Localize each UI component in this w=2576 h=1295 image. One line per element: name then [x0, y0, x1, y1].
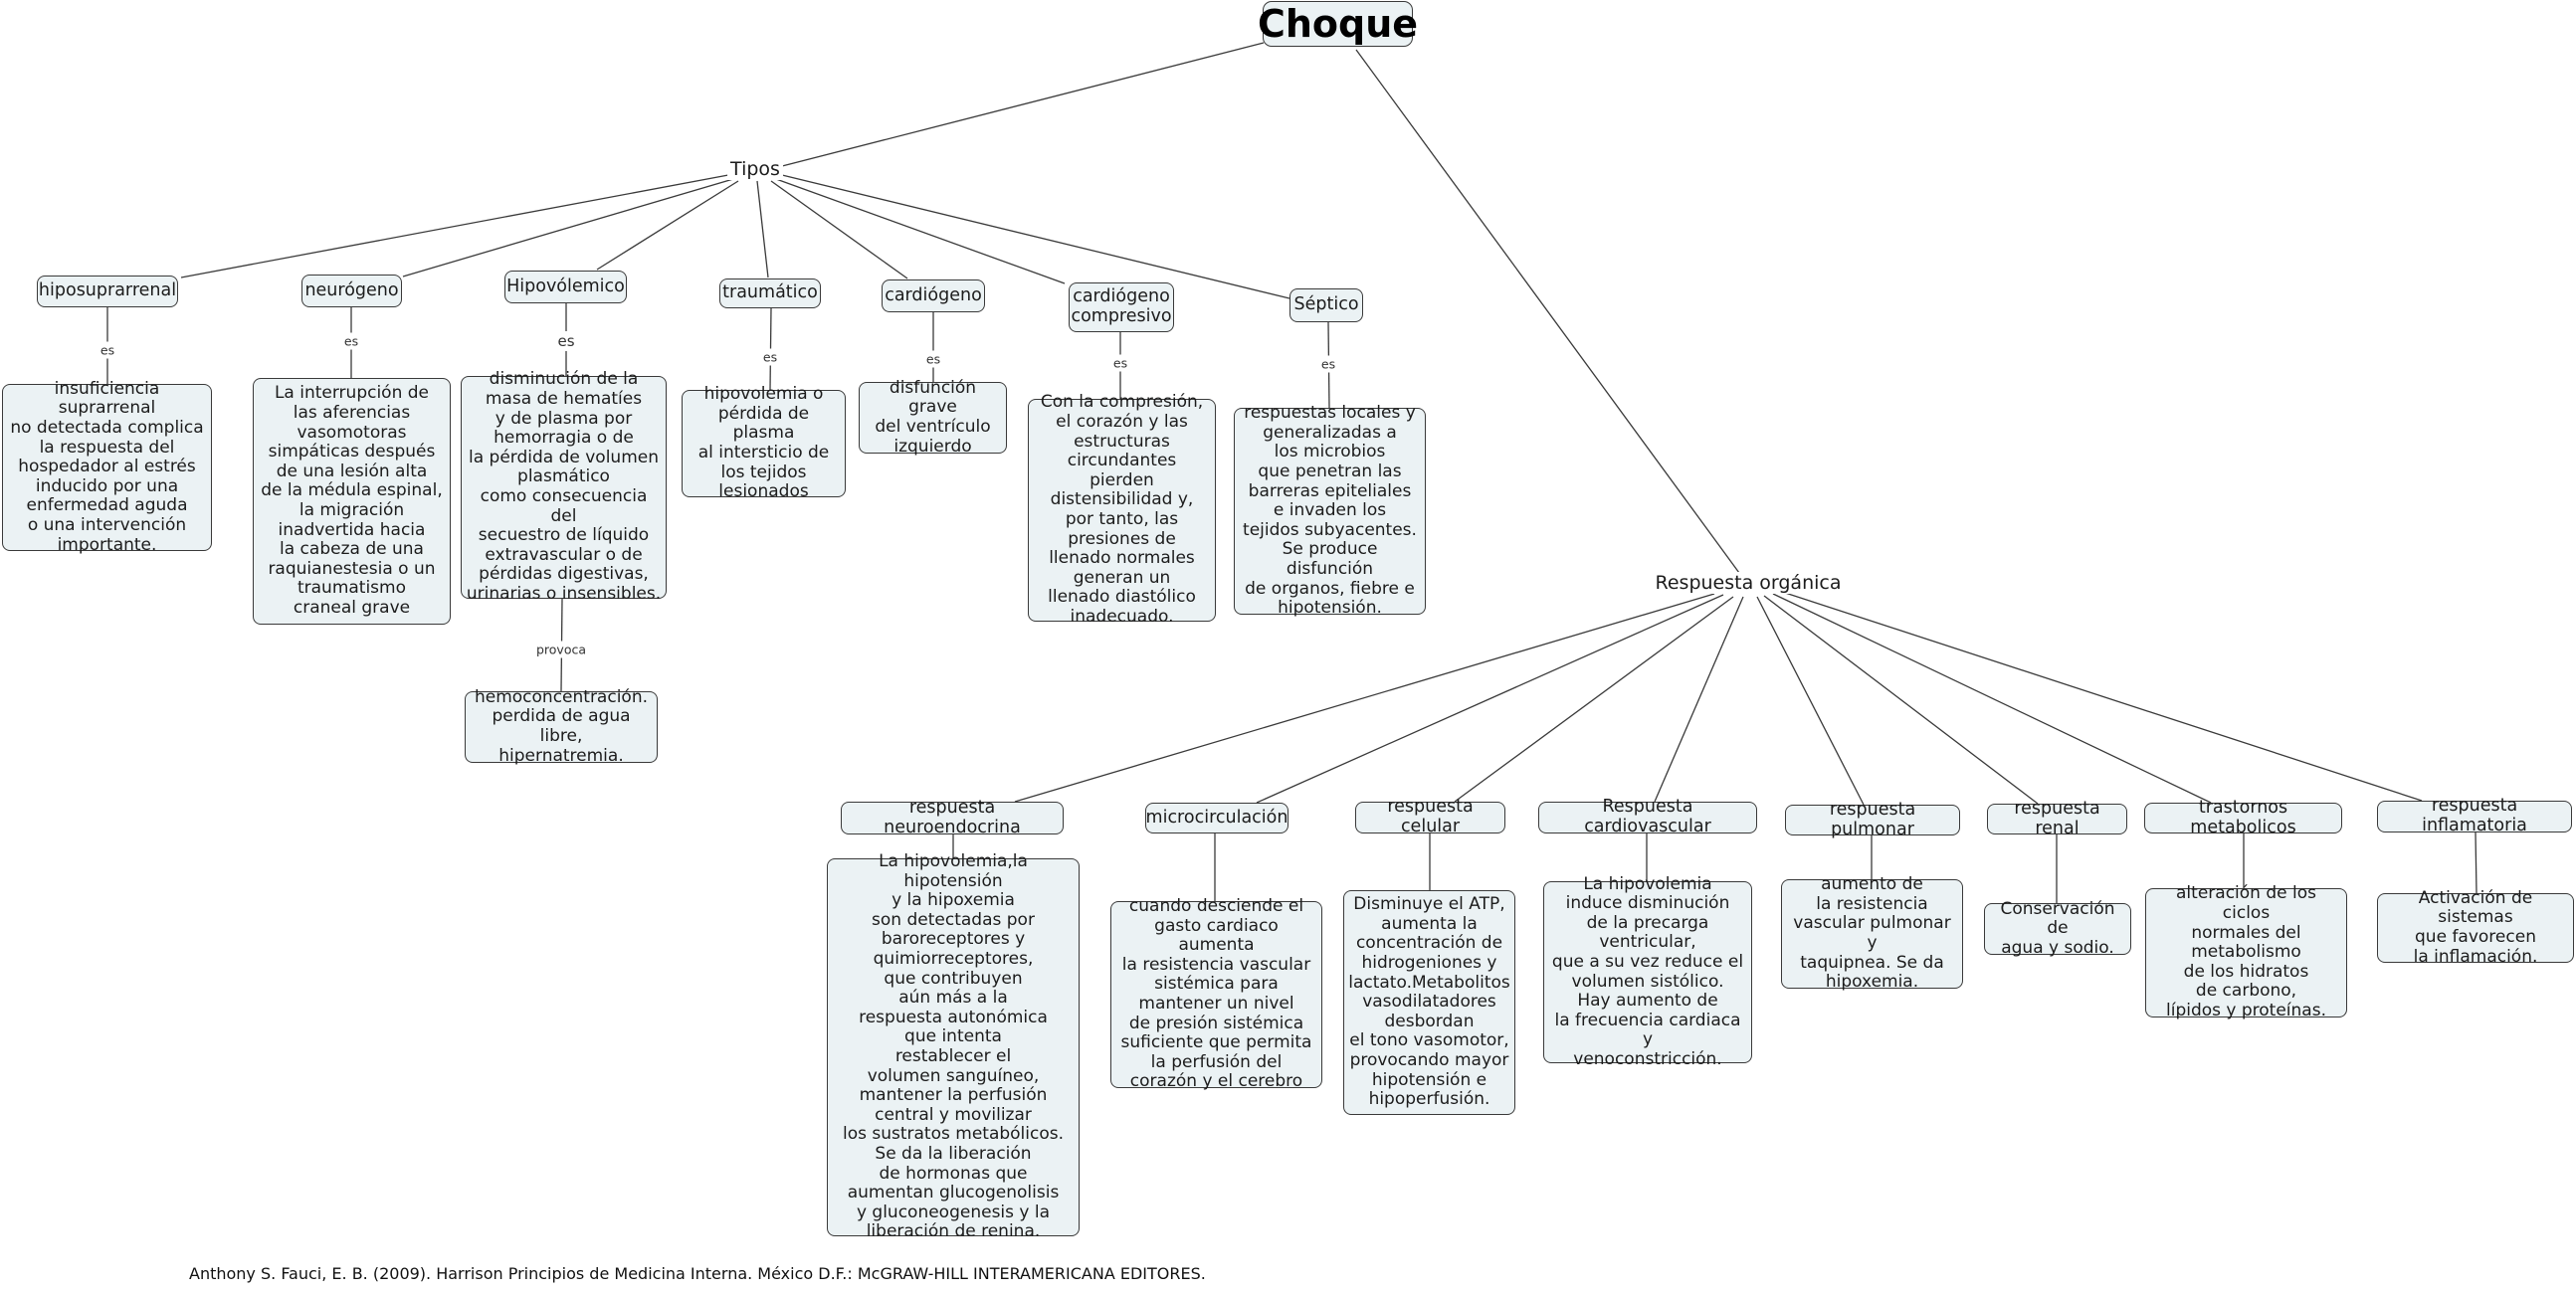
respuesta-node-celular[interactable]: respuesta celular — [1355, 798, 1505, 836]
respuesta-node-cardiovascular[interactable]: Respuesta cardiovascular — [1538, 798, 1757, 836]
link-label-es: es — [760, 348, 780, 366]
connector-respuesta-item — [1763, 595, 2039, 805]
respuesta-node-microcirculacion[interactable]: microcirculación — [1145, 803, 1288, 833]
tipo-node-hipovolemico[interactable]: Hipovólemico — [504, 271, 627, 303]
branch-label-respuesta-organica[interactable]: Respuesta orgánica — [1652, 572, 1845, 594]
definition-cardiogeno[interactable]: disfunción grave del ventrículo izquierd… — [859, 378, 1007, 456]
definition-septico[interactable]: respuestas locales y generalizadas a los… — [1234, 403, 1426, 618]
citation-reference: Anthony S. Fauci, E. B. (2009). Harrison… — [189, 1264, 1206, 1283]
connector-tipos-traumatico — [756, 180, 769, 278]
connector-respuesta-item — [1654, 596, 1744, 803]
consequence-hemoconcentracion[interactable]: hemoconcentración. perdida de agua libre… — [465, 687, 658, 765]
connector-respuesta-item — [1756, 596, 1865, 806]
link-label-es: es — [1110, 354, 1130, 372]
connector-tipos-neurogeno — [402, 178, 734, 278]
branch-label-tipos[interactable]: Tipos — [727, 158, 783, 180]
definition-hiposuprarrenal[interactable]: insuficiencia suprarrenal no detectada c… — [2, 379, 212, 554]
definition-traumatico[interactable]: hipovolemia o pérdida de plasma al inter… — [682, 384, 846, 501]
definition-pulmonar[interactable]: aumento de la resistencia vascular pulmo… — [1781, 874, 1963, 992]
definition-celular[interactable]: Disminuye el ATP, aumenta la concentraci… — [1343, 890, 1515, 1115]
link-label-es: es — [1318, 355, 1338, 373]
definition-cardiogeno-compresivo[interactable]: Con la compresión, el corazón y las estr… — [1028, 393, 1216, 627]
tipo-node-hiposuprarrenal[interactable]: hiposuprarrenal — [37, 276, 178, 307]
tipo-node-septico[interactable]: Séptico — [1289, 288, 1363, 322]
link-label-es: es — [341, 332, 361, 350]
connector-root-tipos — [781, 42, 1265, 167]
connector-tipos-hipovolemico — [596, 180, 739, 271]
connector-respuesta-item — [1454, 596, 1734, 803]
definition-microcirculacion[interactable]: cuando desciende el gasto cardiaco aumen… — [1110, 896, 1322, 1091]
definition-renal[interactable]: Conservación de agua y sodio. — [1984, 899, 2131, 958]
definition-cardiovascular[interactable]: La hipovolemia induce disminución de la … — [1543, 874, 1752, 1069]
respuesta-node-renal[interactable]: respuesta renal — [1987, 799, 2127, 837]
connector-respuesta-item — [1778, 590, 2423, 802]
connector-tipos-compresivo — [775, 178, 1066, 284]
link-label-es: es — [98, 341, 117, 359]
respuesta-node-inflamatoria[interactable]: respuesta inflamatoria — [2377, 797, 2572, 835]
connector-tipos-cardiogeno — [770, 180, 908, 279]
connector-respuesta-item — [1772, 593, 2212, 804]
link-label-es: es — [923, 350, 943, 368]
tipo-node-cardiogeno-compresivo[interactable]: cardiógeno compresivo — [1069, 282, 1174, 332]
definition-neurogeno[interactable]: La interrupción de las aferencias vasomo… — [253, 378, 451, 625]
tipo-node-traumatico[interactable]: traumático — [719, 278, 821, 308]
link-label-provoca: provoca — [533, 641, 589, 658]
link-label-es: es — [555, 331, 577, 351]
tipo-node-neurogeno[interactable]: neurógeno — [301, 275, 402, 307]
respuesta-node-trastornos-metabolicos[interactable]: trastornos metabolicos — [2144, 798, 2342, 836]
definition-trastornos-metabolicos[interactable]: alteración de los ciclos normales del me… — [2145, 884, 2347, 1020]
respuesta-node-pulmonar[interactable]: respuesta pulmonar — [1785, 800, 1960, 838]
connector-respuesta-definition — [2475, 832, 2477, 894]
definition-inflamatoria[interactable]: Activación de sistemas que favorecen la … — [2377, 888, 2574, 966]
connector-tipos-hiposuprarrenal — [180, 174, 729, 278]
root-concept-choque[interactable]: Choque — [1257, 1, 1419, 47]
connector-respuesta-item — [1256, 594, 1724, 804]
respuesta-node-neuroendocrina[interactable]: respuesta neuroendocrina — [841, 798, 1064, 836]
connector-tipos-septico — [781, 174, 1290, 299]
tipo-node-cardiogeno[interactable]: cardiógeno — [882, 279, 985, 312]
definition-neuroendocrina[interactable]: La hipovolemia,la hipotensión y la hipox… — [827, 851, 1080, 1241]
definition-hipovolemico[interactable]: disminución de la masa de hematíes y de … — [461, 370, 667, 604]
